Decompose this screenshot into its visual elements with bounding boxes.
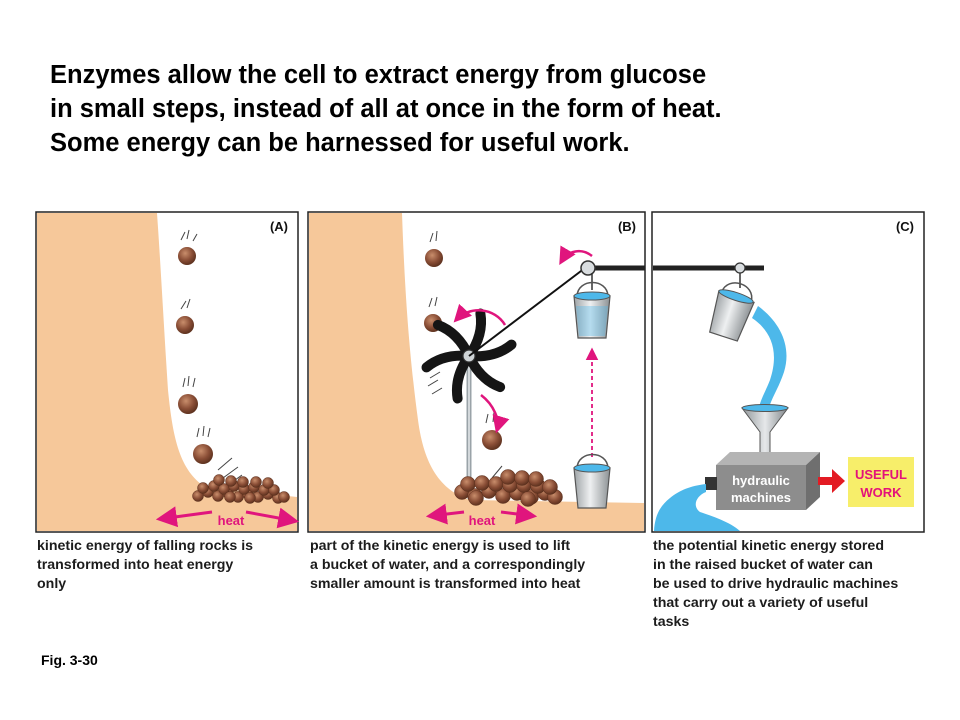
wheel-rotation-arrow-bottom (480, 394, 510, 434)
pile-rock-b-15 (500, 469, 516, 485)
caption-c-line-5: tasks (653, 614, 690, 630)
caption-c-line-2: in the raised bucket of water can (653, 557, 873, 573)
pile-rock-a-24 (244, 492, 256, 504)
cliff-b (309, 213, 644, 531)
panel-c-label: (C) (896, 219, 914, 234)
outflow-water (654, 484, 740, 531)
heat-arrow-right-b (500, 503, 538, 525)
caption-b-line-2: a bucket of water, and a correspondingly (310, 557, 586, 573)
lower-bucket (573, 453, 611, 509)
caption-c-line-3: be used to drive hydraulic machines (653, 576, 899, 592)
pile-rock-a-18 (213, 474, 225, 486)
heat-arrow-left-b (425, 503, 465, 525)
pile-rock-a-23 (224, 491, 236, 503)
title-line-1: Enzymes allow the cell to extract energy… (50, 61, 707, 89)
panel-b-label: (B) (618, 219, 636, 234)
caption-a-line-1: kinetic energy of falling rocks is (37, 538, 254, 554)
caption-c: the potential kinetic energy stored in t… (653, 537, 898, 632)
falling-rock-a3 (178, 375, 198, 414)
caption-b-line-1: part of the kinetic energy is used to li… (310, 538, 571, 554)
figure-label: Fig. 3-30 (41, 652, 98, 668)
heat-arrow-left-a (155, 506, 213, 528)
pile-rock-b-16 (514, 470, 530, 486)
cliff-a (37, 213, 297, 531)
caption-b: part of the kinetic energy is used to li… (310, 537, 585, 594)
pouring-water (752, 306, 787, 412)
outflow-pipe (705, 477, 717, 490)
slide-title: Enzymes allow the cell to extract energy… (50, 58, 930, 160)
pile-rock-a-17 (278, 491, 290, 503)
pulley (580, 260, 596, 276)
caption-a: kinetic energy of falling rocks is trans… (37, 537, 253, 594)
pile-rock-b-19 (520, 491, 536, 507)
caption-c-line-4: that carry out a variety of useful (653, 595, 869, 611)
useful-work-line-1: USEFUL (855, 467, 907, 482)
falling-rock-b1 (425, 230, 443, 267)
useful-work-box (848, 457, 914, 507)
panel-a-label: (A) (270, 219, 288, 234)
falling-rock-a1 (178, 229, 198, 265)
title-line-2: in small steps, instead of all at once i… (50, 95, 722, 123)
raised-bucket (573, 281, 611, 339)
pile-rock-a-21 (250, 476, 262, 488)
falling-rock-a4 (193, 425, 213, 464)
hydraulic-machine: hydraulic machines (716, 452, 820, 510)
wheel-rotation-arrow-top (453, 303, 507, 326)
rock-pile-b (454, 469, 563, 507)
title-line-3: Some energy can be harnessed for useful … (50, 129, 630, 157)
heat-label-a: heat (218, 513, 245, 528)
heat-label-b: heat (469, 513, 496, 528)
pile-rock-b-9 (474, 475, 490, 491)
hook-c (734, 262, 746, 274)
caption-c-line-1: the potential kinetic energy stored (653, 538, 884, 554)
useful-work-line-2: WORK (860, 485, 902, 500)
pile-rock-b-14 (542, 479, 558, 495)
pile-rock-a-20 (237, 476, 249, 488)
machine-label-line-1: hydraulic (732, 473, 790, 488)
falling-rock-a2 (176, 298, 194, 334)
caption-b-line-3: smaller amount is transformed into heat (310, 576, 581, 592)
caption-a-line-3: only (37, 576, 67, 592)
pulley-rotation-arrow (559, 245, 593, 266)
pile-rock-b-8 (460, 476, 476, 492)
rope-diagonal (468, 267, 586, 357)
impact-marks-b1 (427, 371, 443, 395)
tilted-bucket (708, 282, 755, 342)
pile-rock-a-19 (225, 475, 237, 487)
pile-rock-a-22 (262, 477, 274, 489)
rock-pile-a (192, 474, 290, 504)
pile-rock-b-17 (528, 471, 544, 487)
machine-label-line-2: machines (731, 490, 791, 505)
panel-c: (C) hydraulic machines (651, 211, 925, 533)
panel-a: (A) heat (35, 211, 300, 533)
pile-rock-a-9 (197, 482, 209, 494)
heat-arrow-right-a (245, 507, 300, 529)
caption-a-line-2: transformed into heat energy (37, 557, 234, 573)
funnel (741, 404, 789, 457)
work-arrow (818, 469, 845, 493)
panel-b: (B) (307, 211, 646, 533)
pile-rock-b-18 (468, 490, 484, 506)
